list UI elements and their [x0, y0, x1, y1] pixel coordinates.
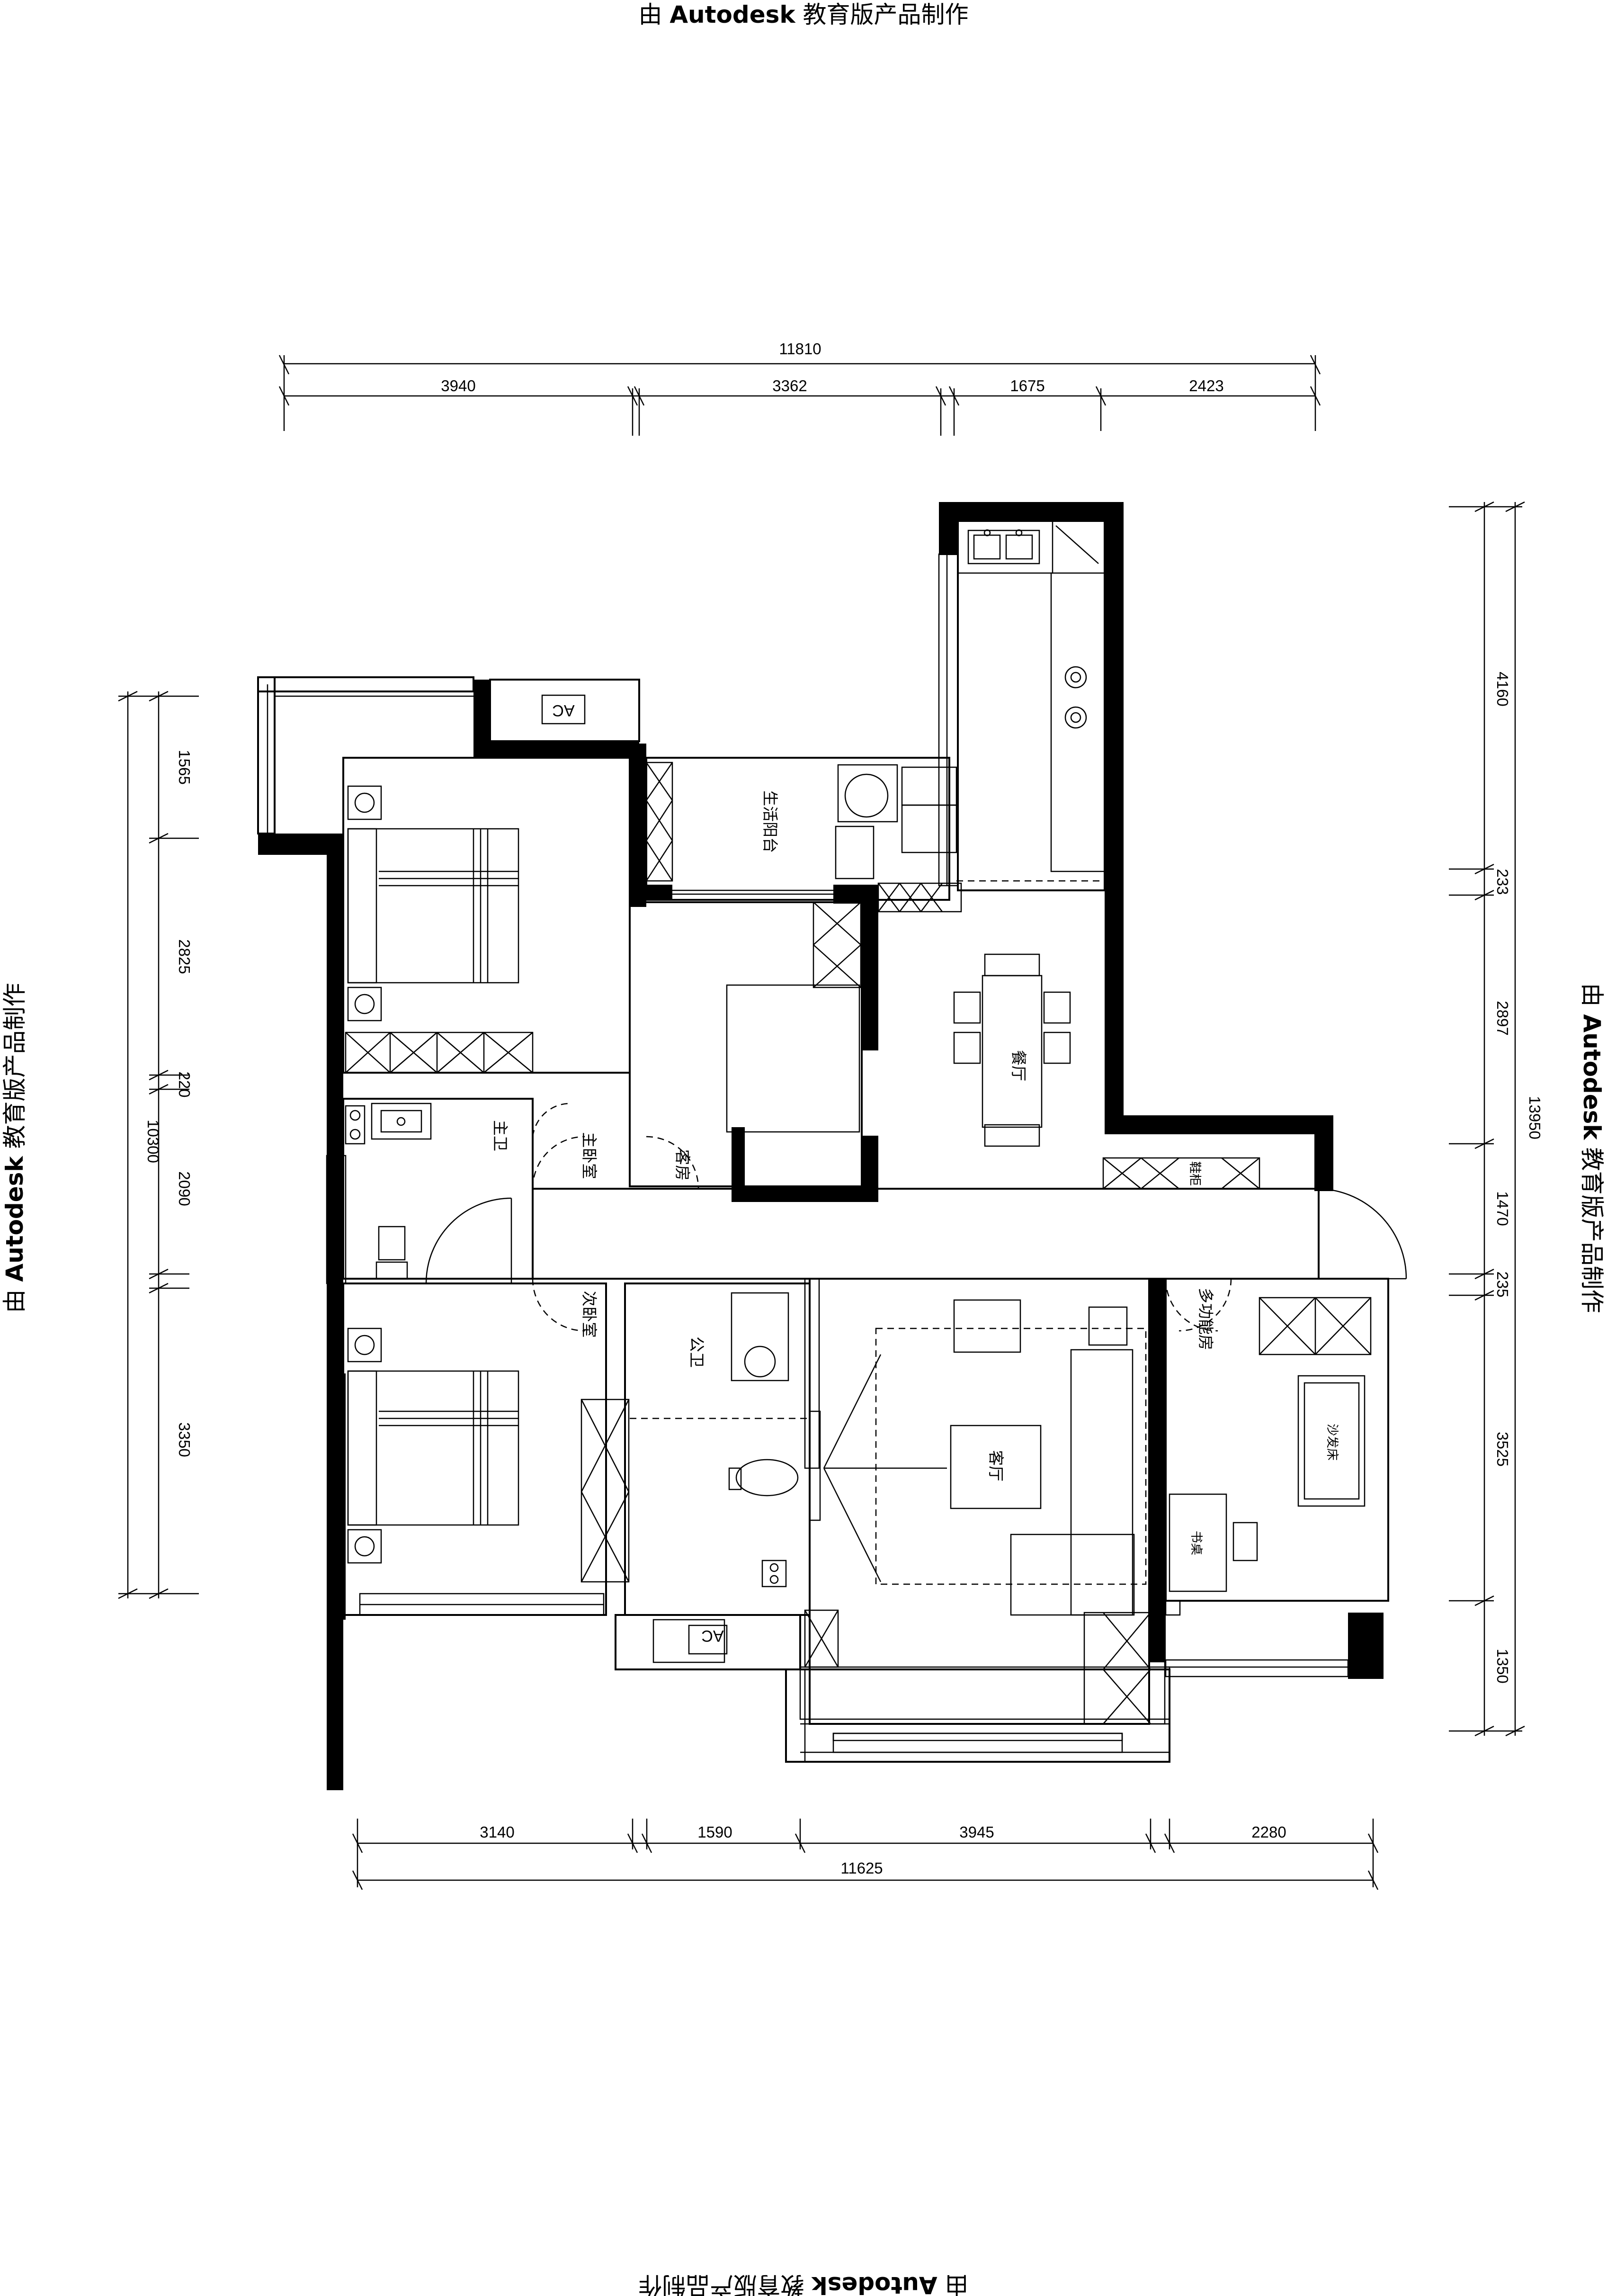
room-living: 客厅 — [987, 1450, 1005, 1481]
room-public-bath: 公卫 — [687, 1336, 706, 1368]
label-sofa-bed: 沙发床 — [1325, 1424, 1339, 1461]
dim-top-3: 1675 — [1010, 377, 1045, 395]
walls — [258, 502, 1384, 1790]
dim-bottom-2: 1590 — [697, 1823, 732, 1841]
partitions — [257, 520, 1407, 1763]
svg-text:由 Autodesk 教育版产品制作: 由 Autodesk 教育版产品制作 — [1, 983, 28, 1313]
watermark-left: 由 Autodesk 教育版产品制作 — [1, 983, 28, 1313]
room-utility-balcony: 生活阳台 — [761, 790, 779, 853]
dim-top-total: 11810 — [779, 340, 821, 358]
dim-right-1: 4160 — [1494, 672, 1511, 706]
watermark-top: 由 Autodesk 教育版产品制作 — [638, 1, 968, 28]
ac-label-bottom: AC — [701, 1627, 723, 1645]
dim-left-3: 220 — [176, 1071, 193, 1097]
dim-top-1: 3940 — [441, 377, 475, 395]
dim-right-2: 233 — [1494, 869, 1511, 895]
label-desk: 书桌 — [1189, 1531, 1203, 1555]
svg-text:由 Autodesk 教育版产品制作: 由 Autodesk 教育版产品制作 — [638, 2271, 968, 2296]
dim-bottom-1: 3140 — [480, 1823, 514, 1841]
dimension-right: 4160 233 2897 1470 235 3525 1350 13950 — [1449, 501, 1544, 1737]
room-multi-function: 多功能房 — [1196, 1288, 1215, 1350]
room-labels: AC AC 生活阳台 餐厅 主卫 主卧室 客房 次卧室 公卫 客厅 多功能房 沙… — [491, 701, 1339, 1645]
dim-left-total: 10300 — [144, 1120, 162, 1163]
dimension-left: 1565 2825 220 2090 3350 10300 — [118, 691, 199, 1599]
dim-right-total: 13950 — [1526, 1096, 1544, 1139]
label-shoe-cabinet: 鞋柜 — [1187, 1161, 1202, 1186]
dim-bottom-4: 2280 — [1251, 1823, 1286, 1841]
dim-right-7: 1350 — [1494, 1649, 1511, 1683]
dim-top-4: 2423 — [1189, 377, 1223, 395]
dim-right-5: 235 — [1494, 1271, 1511, 1297]
watermark-bottom: 由 Autodesk 教育版产品制作 — [638, 2271, 968, 2296]
dim-bottom-3: 3945 — [959, 1823, 994, 1841]
ac-label-top: AC — [552, 701, 574, 719]
room-dining: 餐厅 — [1009, 1050, 1028, 1081]
dim-left-5: 3350 — [176, 1422, 193, 1457]
room-master-bedroom: 主卧室 — [580, 1132, 598, 1179]
dim-right-3: 2897 — [1494, 1001, 1511, 1035]
dimension-top: 11810 3940 3362 1675 2423 — [278, 340, 1321, 436]
room-master-bath: 主卫 — [491, 1120, 509, 1151]
dim-bottom-total: 11625 — [840, 1859, 883, 1877]
svg-text:由 Autodesk 教育版产品制作: 由 Autodesk 教育版产品制作 — [638, 1, 968, 28]
dim-right-6: 3525 — [1494, 1432, 1511, 1466]
dim-left-4: 2090 — [176, 1171, 193, 1206]
dim-top-2: 3362 — [772, 377, 807, 395]
dim-right-4: 1470 — [1494, 1191, 1511, 1226]
room-second-bedroom: 次卧室 — [580, 1291, 598, 1338]
svg-text:由 Autodesk 教育版产品制作: 由 Autodesk 教育版产品制作 — [1578, 983, 1606, 1313]
dim-left-1: 1565 — [176, 750, 193, 784]
watermark-right: 由 Autodesk 教育版产品制作 — [1578, 983, 1606, 1313]
dimension-bottom: 3140 1590 3945 2280 11625 — [352, 1819, 1379, 1890]
room-guest: 客房 — [673, 1149, 692, 1181]
dim-left-2: 2825 — [176, 939, 193, 974]
